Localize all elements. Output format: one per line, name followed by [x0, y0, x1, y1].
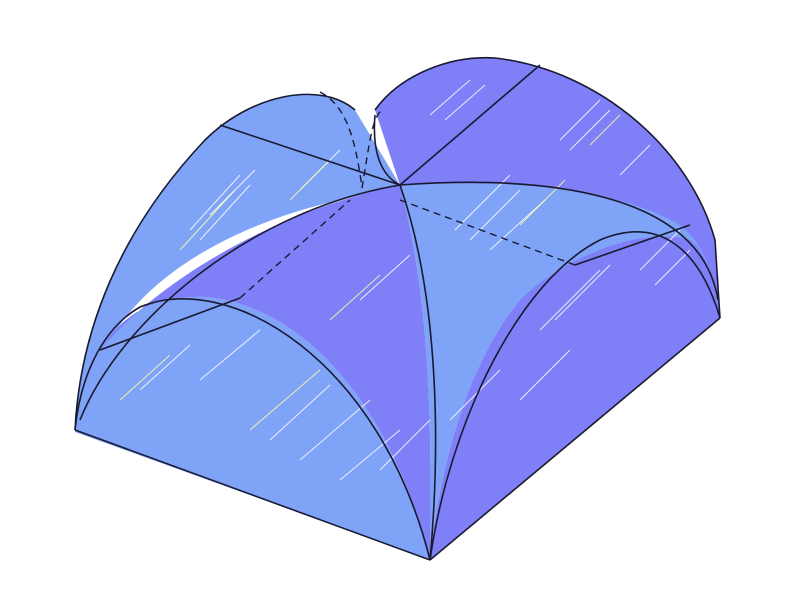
base-front-right-edge [429, 317, 721, 561]
hatch-stroke [559, 99, 601, 141]
ridge-line-left [219, 124, 401, 186]
back-left-barrel-face [75, 94, 400, 431]
hatch-stroke [619, 144, 651, 176]
groin-rib-front [399, 184, 437, 561]
hatch-stroke [289, 159, 331, 201]
front-left-web-face [100, 185, 431, 560]
hatch-stroke [179, 189, 236, 251]
hatch-stroke [444, 84, 486, 121]
ridge-line-right [399, 64, 541, 186]
crown-line-left [99, 297, 241, 351]
hatch-stroke [139, 344, 191, 391]
hatch-stroke [359, 254, 411, 301]
front-left-arch [74, 298, 431, 561]
hatch-stroke [329, 274, 381, 321]
hatch-stroke [199, 184, 251, 241]
hatching [119, 79, 691, 481]
outlines [74, 56, 721, 561]
hidden-lines [239, 91, 576, 299]
hatch-stroke [299, 399, 371, 461]
hatch-stroke [119, 354, 171, 401]
hatch-stroke [209, 169, 256, 216]
front-right-wall-face [430, 236, 720, 561]
hatch-stroke [249, 369, 321, 431]
hidden-arch-back-2 [361, 109, 383, 189]
groin-rib-back [373, 114, 401, 186]
base-front-left-edge [74, 429, 431, 561]
hatch-stroke [569, 109, 611, 151]
hatch-stroke [554, 264, 611, 321]
hatch-stroke [469, 189, 521, 241]
hatch-stroke [269, 384, 331, 441]
left-barrel-outline [74, 93, 356, 431]
hatch-stroke [654, 249, 691, 286]
groin-rib-right [399, 181, 719, 301]
hatch-stroke [449, 369, 501, 421]
groin-rib-left [79, 184, 401, 421]
hatch-stroke [379, 419, 431, 471]
hatch-stroke [589, 114, 621, 146]
hatch-stroke [639, 229, 681, 271]
hidden-ridge-left [239, 199, 351, 299]
hatch-stroke [189, 174, 241, 231]
hatch-stroke [199, 329, 261, 381]
hatch-stroke [454, 174, 511, 231]
front-right-arch [429, 231, 721, 561]
hatch-stroke [429, 79, 471, 116]
hatch-stroke [539, 269, 601, 331]
hatch-stroke [489, 199, 546, 251]
front-right-web-face [400, 183, 720, 560]
crown-line-right [574, 224, 691, 266]
hatch-stroke [339, 429, 401, 481]
hatch-stroke [519, 349, 571, 401]
